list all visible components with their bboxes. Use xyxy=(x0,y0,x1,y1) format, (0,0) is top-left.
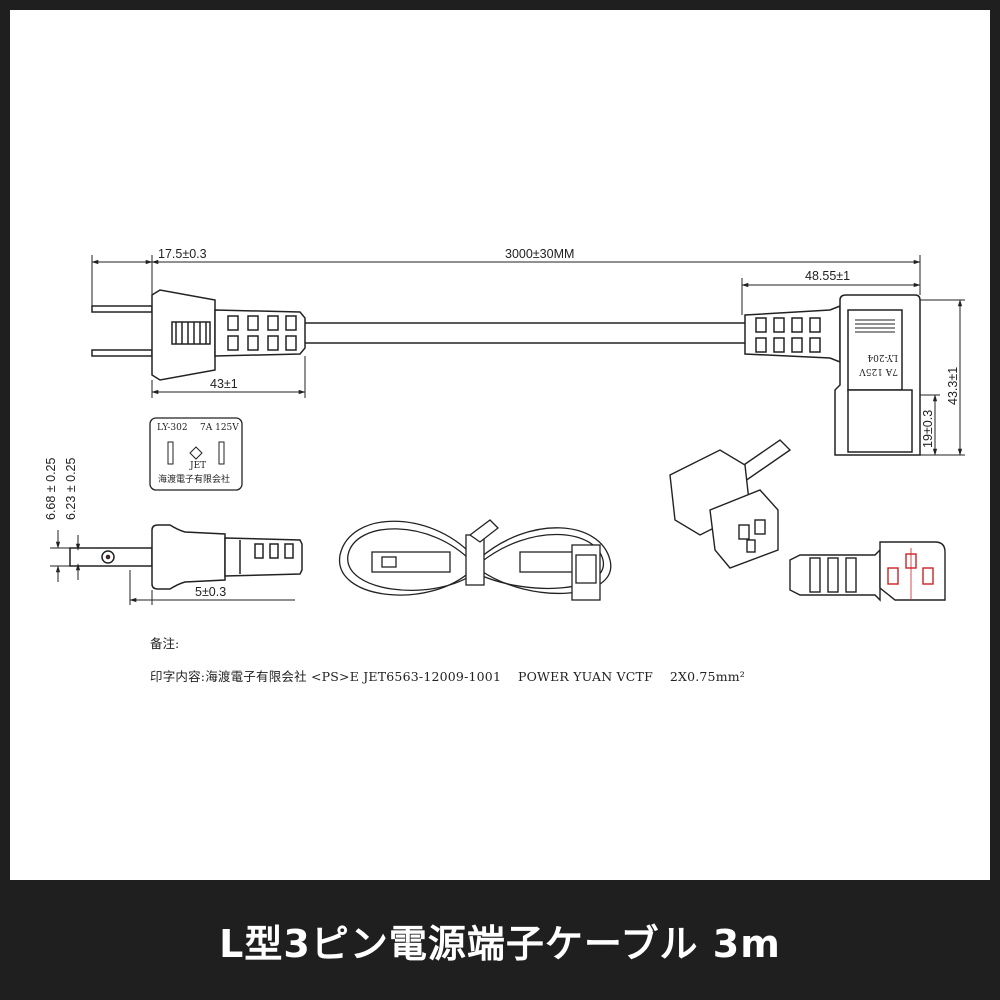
connector-model: LY-204 xyxy=(867,352,898,362)
plug-face: LY-302 7A 125V JET 海渡電子有限会社 xyxy=(149,417,243,491)
dim-connector-height: 43.3±1 xyxy=(946,367,960,405)
notes-text: 印字内容:海渡電子有限会社 <PS>E JET6563-12009-1001 P… xyxy=(150,669,746,684)
dim-prong-width-outer: 6.68 ± 0.25 xyxy=(44,457,58,520)
iso-connector xyxy=(669,439,792,569)
diagram-panel: 7A 125V LY-204 17.5±0.3 3000±30MM 48.55±… xyxy=(10,10,990,880)
footer-title: L型3ピン電源端子ケーブル 3m xyxy=(219,921,781,966)
dim-lines-side xyxy=(50,530,295,605)
dim-prong-width-inner: 6.23 ± 0.25 xyxy=(64,457,78,520)
dim-lines-top xyxy=(91,255,965,456)
footer-banner: L型3ピン電源端子ケーブル 3m xyxy=(0,880,1000,1000)
side-view-plug xyxy=(69,524,303,590)
notes-label: 备注: xyxy=(150,636,180,651)
top-view-plug xyxy=(91,289,306,381)
top-view-connector xyxy=(744,294,921,456)
socket-face xyxy=(789,541,946,602)
connector-rating: 7A 125V xyxy=(859,366,898,376)
technical-drawing: 7A 125V LY-204 17.5±0.3 3000±30MM 48.55±… xyxy=(44,247,965,605)
plug-face-maker: 海渡電子有限会社 xyxy=(158,473,230,485)
connector-label-rotated: 7A 125V LY-204 xyxy=(859,352,898,376)
dim-prong-depth: 17.5±0.3 xyxy=(158,247,207,261)
plug-face-rating: 7A 125V xyxy=(200,423,239,433)
plug-face-mark: JET xyxy=(189,461,206,471)
dim-cable-length: 3000±30MM xyxy=(505,247,574,261)
dim-prong-hole: 5±0.3 xyxy=(195,585,226,599)
dim-plug-length: 43±1 xyxy=(210,377,238,391)
coiled-cable xyxy=(339,519,612,601)
dim-socket-height: 19±0.3 xyxy=(921,410,935,448)
plug-face-model: LY-302 xyxy=(157,423,188,433)
top-view-cable xyxy=(305,322,750,344)
dim-connector-length: 48.55±1 xyxy=(805,269,850,283)
